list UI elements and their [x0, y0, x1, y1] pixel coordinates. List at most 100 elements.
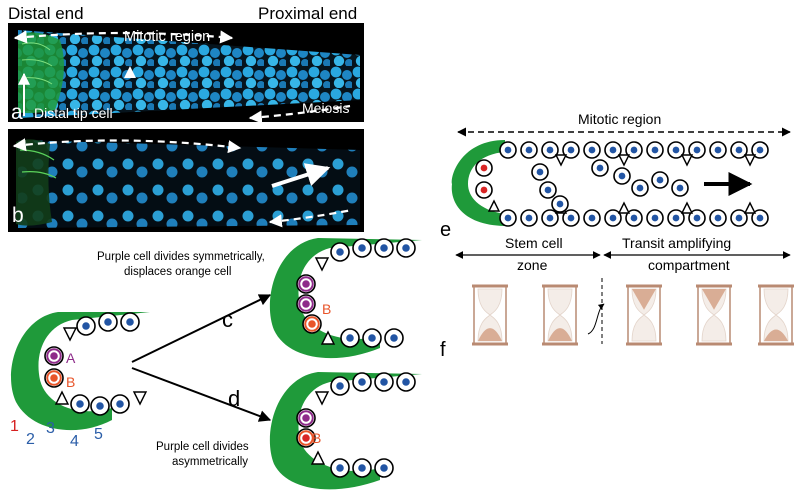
e-bottom-cell-11 — [709, 209, 727, 227]
c-bottom-cell-3 — [384, 328, 404, 348]
panel-f-diagram: Stem cell Transit amplifying zone compar… — [440, 235, 794, 361]
mitotic-region-label-a: Mitotic region — [124, 29, 210, 45]
d-bottom-cell-2 — [352, 458, 372, 478]
e-top-wedge-3 — [554, 154, 568, 167]
e-top-cell-4 — [562, 141, 580, 159]
panel-b-micrograph: b — [8, 129, 364, 232]
start-bottom-cell-2 — [90, 396, 110, 416]
f-transition-arrow — [587, 303, 605, 335]
e-mitotic-region-label: Mitotic region — [578, 111, 661, 127]
panel-a-micrograph: Mitotic region Distal tip cell Meiosis a — [8, 23, 364, 124]
start-niche-green — [11, 312, 150, 431]
d-top-cell-4 — [396, 372, 416, 392]
start-diagram: A B 1 2 3 4 5 — [10, 312, 150, 450]
d-wedge-top — [314, 391, 330, 406]
caption-c-line2: displaces orange cell — [124, 266, 231, 278]
e-stem-cell-red-2 — [475, 181, 493, 199]
hourglass-5 — [758, 284, 794, 346]
e-top-cell-13 — [751, 141, 769, 159]
e-bottom-cell-4 — [562, 209, 580, 227]
e-loop1-cell-1 — [531, 163, 549, 181]
panel-letter-c: c — [222, 307, 233, 332]
start-cell-b-label: B — [66, 374, 75, 390]
caption-c-line1: Purple cell divides symmetrically, — [97, 251, 265, 263]
start-wedge-end — [132, 391, 148, 406]
hourglass-4 — [696, 284, 732, 346]
hourglass-2 — [542, 284, 578, 346]
distal-end-heading: Distal end — [8, 4, 84, 23]
start-wedge-top — [62, 327, 78, 342]
e-top-cell-5 — [583, 141, 601, 159]
panel-b-bottom-arrow — [268, 208, 353, 228]
c-wedge-bottom — [320, 330, 336, 345]
c-wedge-top — [314, 257, 330, 272]
e-top-cell-9 — [667, 141, 685, 159]
d-red-cell — [296, 428, 316, 448]
e-stem-cell-red-1 — [475, 159, 493, 177]
arrowhead-marker — [124, 66, 136, 78]
f-stem-cell-line2: zone — [517, 257, 548, 273]
position-3-label: 3 — [46, 420, 55, 437]
distal-tip-cell-label: Distal tip cell — [34, 105, 113, 121]
e-loop2-cell-2 — [613, 167, 631, 185]
f-stem-cell-line1: Stem cell — [505, 235, 563, 251]
start-top-cell-2 — [98, 312, 118, 332]
panel-b-direction-arrow — [271, 163, 331, 188]
f-transit-line2: compartment — [648, 257, 730, 273]
e-bottom-cell-6 — [604, 209, 622, 227]
e-bottom-cell-5 — [583, 209, 601, 227]
c-bottom-cell-2 — [362, 328, 382, 348]
panel-letter-f: f — [440, 339, 446, 361]
start-cell-a — [44, 346, 64, 366]
start-cell-a-label: A — [66, 350, 76, 366]
panel-letter-d: d — [228, 386, 240, 411]
start-cell-b — [44, 368, 64, 388]
e-top-cell-12 — [730, 141, 748, 159]
e-top-cell-3 — [541, 141, 559, 159]
c-top-cell-3 — [374, 238, 394, 258]
d-bottom-cell-3 — [374, 458, 394, 478]
panel-d-diagram: B — [269, 372, 422, 490]
e-top-cell-8 — [646, 141, 664, 159]
panel-letter-b: b — [12, 204, 24, 227]
e-bottom-wedge-9 — [680, 201, 694, 214]
d-top-cell-1 — [330, 376, 350, 396]
hourglass-3 — [626, 284, 662, 346]
e-top-wedge-9 — [680, 154, 694, 167]
position-1-label: 1 — [10, 418, 19, 435]
e-loop2-cell-3 — [631, 179, 649, 197]
e-top-cell-7 — [625, 141, 643, 159]
meiosis-arrow — [248, 104, 351, 124]
d-top-cell-2 — [352, 372, 372, 392]
c-top-cell-2 — [352, 238, 372, 258]
e-loop2-cell-1 — [591, 159, 609, 177]
start-bottom-cell-1 — [70, 394, 90, 414]
e-top-cell-1 — [499, 141, 517, 159]
panel-b-top-arrow — [12, 138, 242, 154]
c-top-cell-4 — [396, 238, 416, 258]
panel-letter-a: a — [11, 101, 23, 124]
e-top-cell-10 — [688, 141, 706, 159]
d-purple-cell — [296, 408, 316, 428]
proximal-end-heading: Proximal end — [258, 4, 357, 23]
position-5-label: 5 — [94, 426, 103, 443]
d-bottom-cell-1 — [330, 458, 350, 478]
e-bottom-cell-2 — [520, 209, 538, 227]
panel-c-diagram: B — [269, 238, 422, 359]
e-tip-wedge — [487, 199, 501, 212]
e-bottom-cell-12 — [730, 209, 748, 227]
e-niche-green — [451, 140, 505, 226]
d-top-cell-3 — [374, 372, 394, 392]
distal-tip-cell-green — [18, 32, 64, 114]
hourglass-1 — [472, 284, 508, 346]
c-bottom-cell-1 — [340, 328, 360, 348]
caption-d-line1: Purple cell divides — [156, 441, 249, 453]
e-bottom-cell-8 — [646, 209, 664, 227]
mitotic-region-arrow — [13, 30, 234, 44]
c-purple-cell-1 — [296, 274, 316, 294]
d-wedge-bottom — [310, 450, 326, 465]
start-wedge-bottom — [54, 390, 70, 405]
meiosis-label: Meiosis — [302, 100, 349, 116]
start-top-cell-3 — [120, 312, 140, 332]
c-top-cell-1 — [330, 242, 350, 262]
